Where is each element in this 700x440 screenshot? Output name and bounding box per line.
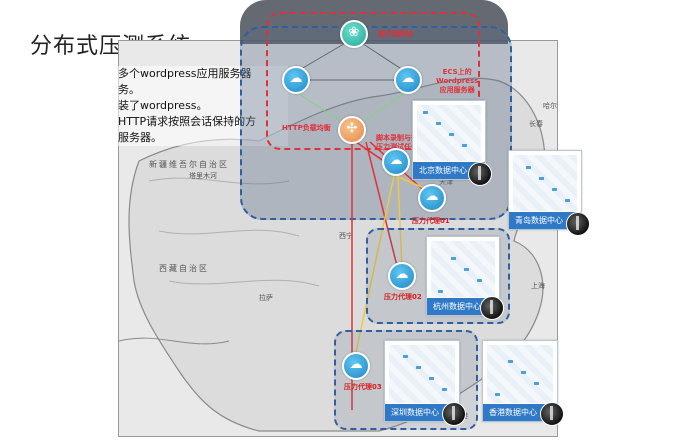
ecs-server-icon (394, 66, 422, 94)
thumbnail-dot (449, 133, 454, 136)
thumbnail-dot (464, 268, 469, 271)
dc-thumbnail (431, 241, 495, 297)
thumbnail-dot (436, 122, 441, 125)
dc-label: 香港数据中心 (483, 404, 557, 421)
dc-label: 青岛数据中心 (509, 212, 581, 229)
dc-marker-icon (442, 402, 466, 426)
thumbnail-dot (438, 290, 443, 293)
thumbnail-dot (565, 199, 570, 202)
city-label: 拉萨 (259, 294, 273, 302)
region-xizang: 西藏自治区 (159, 264, 209, 273)
city-label: 天津 (439, 178, 453, 186)
thumbnail-dot (526, 166, 531, 169)
ecs-label: ECS上的 Wordpress 应用服务器 (436, 68, 479, 94)
agent-icon[interactable] (342, 352, 370, 380)
thumbnail-dot (521, 371, 526, 374)
dc-thumbnail (487, 345, 553, 403)
target-label: 被压测网站 (378, 30, 413, 38)
thumbnail-dot (442, 388, 447, 391)
dc-label: 深圳数据中心 (385, 404, 459, 421)
thumbnail-dot (539, 177, 544, 180)
dc-marker-icon (468, 162, 492, 186)
slb-label: HTTP负载均衡 (282, 124, 331, 132)
thumbnail-dot (495, 393, 500, 396)
agent-label: 压力代理01 (412, 217, 450, 225)
ecs-server-icon (282, 66, 310, 94)
thumbnail-dot (477, 279, 482, 282)
script-label: 脚本录制与查询服 压力测试任务 (376, 134, 432, 151)
thumbnail-dot (403, 355, 408, 358)
dc-marker-icon (566, 212, 590, 236)
agent-label: 压力代理03 (344, 383, 382, 391)
city-label: 西宁 (339, 232, 353, 240)
dc-label: 北京数据中心 (413, 162, 485, 179)
thumbnail-dot (429, 377, 434, 380)
thumbnail-dot (534, 382, 539, 385)
region-xinjiang: 新疆维吾尔自治区 (149, 160, 229, 169)
description-line: 服务器。 (118, 131, 162, 144)
agent-label: 压力代理02 (384, 293, 422, 301)
city-label: 长春 (529, 120, 543, 128)
thumbnail-dot (416, 366, 421, 369)
description-line: 装了wordpress。 (118, 99, 208, 112)
thumbnail-dot (451, 257, 456, 260)
dc-card-qingdao[interactable]: 青岛数据中心 (508, 150, 582, 230)
load-balancer-icon (338, 116, 366, 144)
thumbnail-dot (423, 111, 428, 114)
dc-thumbnail (417, 105, 481, 161)
thumbnail-dot (508, 360, 513, 363)
dc-thumbnail (389, 345, 455, 403)
description-line: 多个wordpress应用服务器 (118, 67, 252, 80)
dc-marker-icon (540, 402, 564, 426)
thumbnail-dot (462, 144, 467, 147)
description-line: 务。 (118, 83, 140, 96)
topology-header (240, 0, 508, 44)
target-website-icon (340, 20, 368, 48)
city-label: 哈尔滨 (543, 102, 557, 110)
agent-icon[interactable] (418, 184, 446, 212)
script-controller-icon[interactable] (382, 148, 410, 176)
city-label: 塔里木河 (189, 172, 217, 180)
agent-icon[interactable] (388, 262, 416, 290)
description-text: 多个wordpress应用服务器 务。 装了wordpress。 HTTP请求按… (118, 66, 288, 146)
description-line: HTTP请求按照会话保持的方 (118, 115, 257, 128)
dc-thumbnail (513, 155, 577, 211)
thumbnail-dot (552, 188, 557, 191)
city-label: 上海 (531, 282, 545, 290)
dc-marker-icon (480, 296, 504, 320)
dc-card-hongkong[interactable]: 香港数据中心 (482, 340, 558, 422)
